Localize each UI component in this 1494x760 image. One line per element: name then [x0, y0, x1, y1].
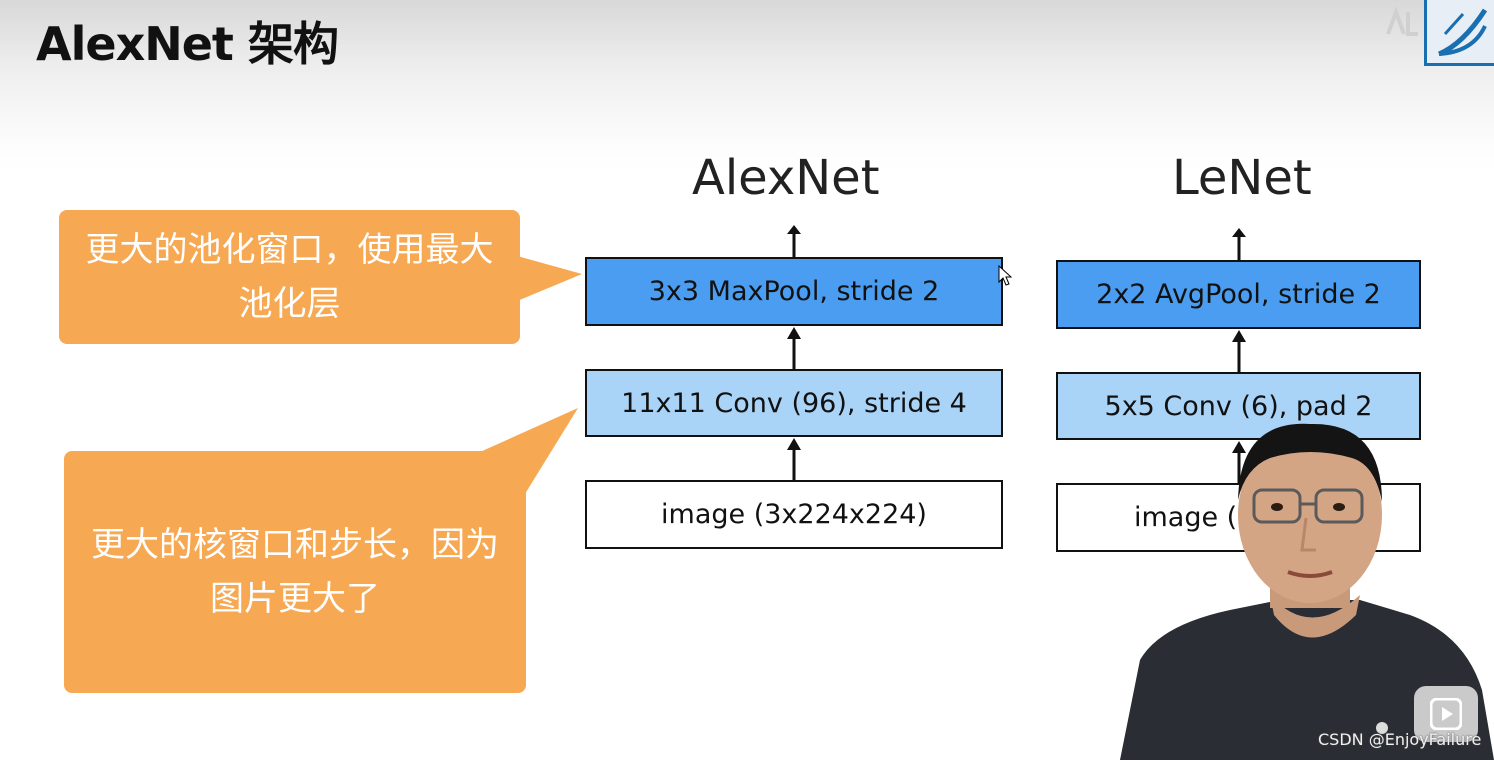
- lenet-arrow-image-to-conv: [1232, 441, 1246, 484]
- site-watermark-icon: [1382, 4, 1422, 53]
- alexnet-arrow-conv-to-pool: [787, 327, 801, 370]
- alexnet-layer-maxpool: 3x3 MaxPool, stride 2: [585, 257, 1003, 326]
- play-icon: [1430, 698, 1462, 730]
- alexnet-layer-conv: 11x11 Conv (96), stride 4: [585, 369, 1003, 437]
- callout-pool-tail: [510, 254, 582, 304]
- callout-kernel-text: 更大的核窗口和步长，因为图片更大了: [91, 525, 499, 619]
- callout-kernel: 更大的核窗口和步长，因为图片更大了: [64, 451, 526, 693]
- csdn-watermark: CSDN @EnjoyFailure: [1318, 730, 1482, 749]
- alexnet-layer-image: image (3x224x224): [585, 480, 1003, 549]
- lenet-title: LeNet: [1172, 150, 1312, 206]
- callout-pool-text: 更大的池化窗口，使用最大池化层: [85, 230, 494, 324]
- alexnet-output-arrow: [787, 225, 801, 257]
- alexnet-title: AlexNet: [692, 150, 880, 206]
- callout-pool: 更大的池化窗口，使用最大池化层: [59, 210, 520, 344]
- course-logo-icon: [1424, 0, 1494, 66]
- lenet-output-arrow: [1232, 228, 1246, 260]
- video-play-badge[interactable]: [1414, 686, 1478, 742]
- presenter-video-overlay: [1120, 423, 1494, 760]
- alexnet-arrow-image-to-conv: [787, 438, 801, 481]
- lenet-layer-conv: 5x5 Conv (6), pad 2: [1056, 372, 1421, 440]
- slide-title: AlexNet 架构: [36, 17, 339, 71]
- lenet-arrow-conv-to-pool: [1232, 330, 1246, 373]
- lenet-layer-avgpool: 2x2 AvgPool, stride 2: [1056, 260, 1421, 329]
- mouse-cursor-icon: [998, 265, 1012, 286]
